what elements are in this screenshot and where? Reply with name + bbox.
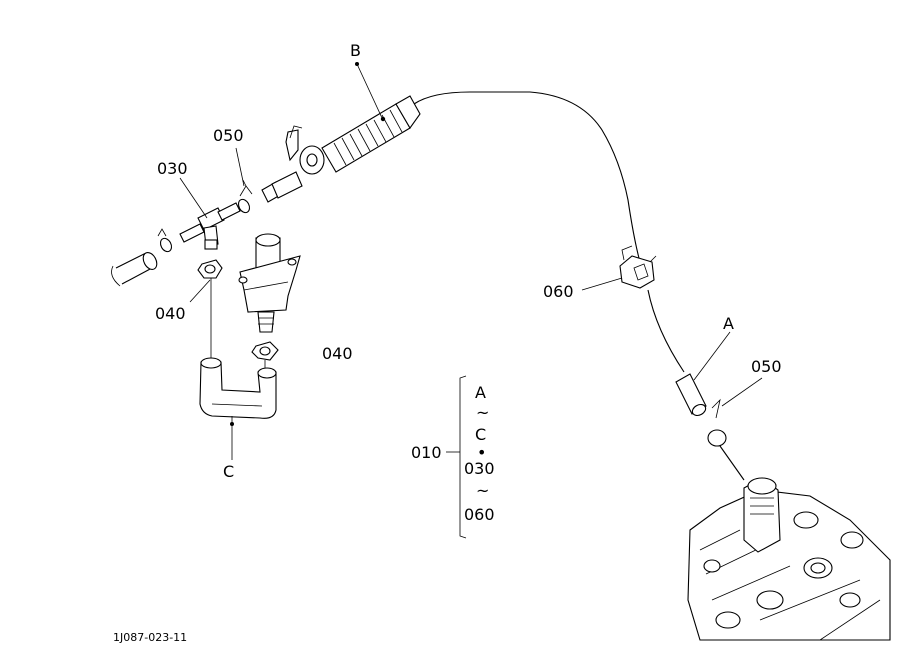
label-C: C [223, 462, 234, 481]
label-010: 010 [411, 443, 442, 462]
cable-end-A [675, 373, 745, 481]
range-dot: • [477, 443, 486, 462]
hose-clamp-left [157, 228, 173, 253]
hose-clamp-040-left [197, 259, 223, 279]
range-C: C [475, 425, 486, 444]
label-050-right: 050 [751, 357, 782, 376]
range-A: A [475, 383, 486, 402]
hose-clamp-030 [237, 179, 253, 214]
u-hose-C [199, 278, 277, 419]
range-tilde-1: ~ [476, 403, 489, 422]
figure-code: 1J087-023-11 [113, 631, 187, 644]
control-cable-lower [647, 289, 685, 373]
label-040-mid: 040 [322, 344, 353, 363]
range-060: 060 [464, 505, 495, 524]
label-060: 060 [543, 282, 574, 301]
hose-clamp-040-right [251, 341, 279, 361]
cable-fittings [261, 95, 421, 203]
range-030: 030 [464, 459, 495, 478]
range-bracket [446, 375, 467, 539]
label-050-top: 050 [213, 126, 244, 145]
engine-block [687, 477, 891, 641]
label-B: B [350, 41, 361, 60]
label-030: 030 [157, 159, 188, 178]
tee-joint-030 [179, 202, 241, 250]
cable-clip-060 [619, 245, 657, 289]
leader-lines [179, 62, 763, 460]
label-A: A [723, 314, 734, 333]
control-cable [413, 91, 641, 263]
left-hose [111, 252, 158, 287]
range-tilde-2: ~ [476, 481, 489, 500]
stop-solenoid [238, 233, 301, 333]
label-040-left: 040 [155, 304, 186, 323]
